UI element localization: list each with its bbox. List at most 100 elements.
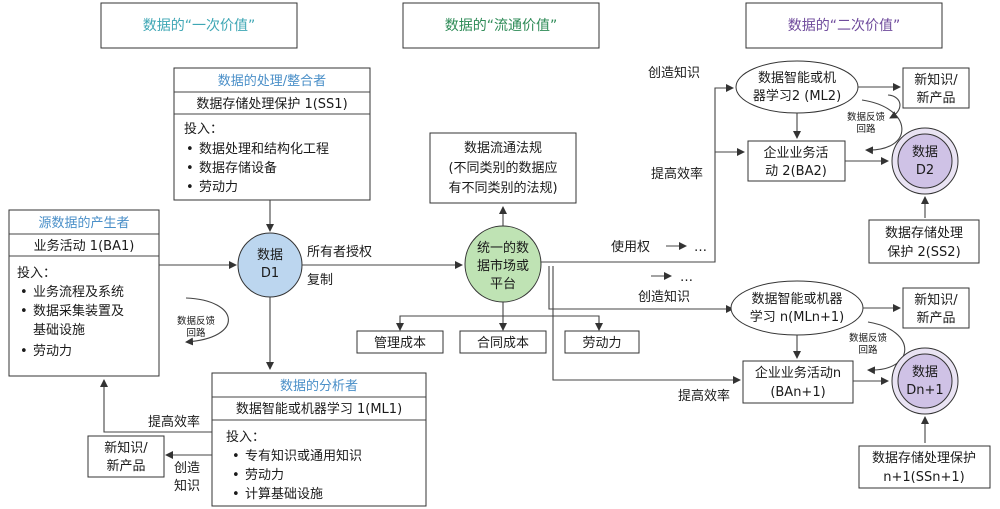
labor-cost-box: 劳动力 — [564, 330, 640, 354]
processor-input-item: 劳动力 — [199, 179, 238, 195]
analyst-input-item: 专有知识或通用知识 — [245, 448, 362, 464]
label-improve-efficiency-top: 提高效率 — [651, 166, 703, 182]
regulation-line-1: 数据流通法规 — [464, 141, 542, 156]
ellipsis-b: … — [680, 270, 693, 285]
label-improve-efficiency-left: 提高效率 — [148, 414, 200, 430]
dn-line-1: 数据 — [912, 365, 938, 380]
new-product-left-2: 新产品 — [106, 458, 145, 474]
new-product-mid-1: 新知识/ — [914, 292, 958, 308]
ml2-line-2: 器学习2 (ML2) — [753, 88, 841, 104]
source-input-item: 劳动力 — [33, 343, 72, 359]
processor-inputs-label: 投入： — [184, 121, 223, 137]
analyst-title: 数据的分析者 — [280, 378, 358, 394]
label-usage-right: 使用权 — [611, 239, 650, 255]
ba2-box: 企业业务活 动 2(BA2) — [747, 140, 846, 182]
ellipsis-a: … — [694, 240, 707, 255]
market-line-1: 统一的数 — [477, 240, 529, 256]
feedback-mid-label-1: 数据反馈 — [849, 332, 888, 344]
source-input-bullet: • — [20, 304, 28, 319]
costs-bracket — [399, 315, 600, 326]
header-circulation-box — [402, 2, 600, 49]
processor-box: 数据的处理/整合者 数据存储处理保护 1(SS1) 投入： • 数据处理和结构化… — [173, 67, 371, 201]
label-create-left-2: 知识 — [174, 478, 200, 494]
header-primary-box — [100, 2, 298, 49]
analyst-input-item: 劳动力 — [245, 467, 284, 483]
processor-input-item: 数据处理和结构化工程 — [199, 142, 329, 157]
analyst-input-bullet: • — [232, 487, 240, 502]
new-product-left-1: 新知识/ — [104, 440, 148, 456]
label-create-knowledge-top: 创造知识 — [648, 65, 700, 81]
ssn-line-2: n+1(SSn+1) — [883, 470, 964, 485]
ss2-line-1: 数据存储处理 — [885, 226, 963, 241]
ba2-line-1: 企业业务活 — [763, 145, 828, 161]
regulation-line-3: 有不同类别的法规) — [448, 180, 557, 196]
feedback-top-label-1: 数据反馈 — [847, 111, 886, 123]
ml2-node: 数据智能或机 器学习2 (ML2) — [735, 60, 859, 114]
market-line-2: 据市场或 — [477, 258, 529, 274]
new-product-left-box: 新知识/ 新产品 — [87, 435, 165, 478]
new-product-top-box: 新知识/ 新产品 — [902, 67, 970, 109]
feedback-loop-left: 数据反馈 回路 — [177, 297, 229, 346]
feedback-mid-label-2: 回路 — [858, 344, 878, 356]
market-line-3: 平台 — [490, 277, 516, 292]
contract-cost-box: 合同成本 — [459, 330, 547, 354]
ban-box: 企业业务活动n (BAn+1) — [742, 360, 854, 404]
new-product-mid-2: 新产品 — [916, 310, 955, 326]
mln-node: 数据智能或机器 学习 n(MLn+1) — [730, 280, 864, 336]
market-node: 统一的数 据市场或 平台 — [464, 225, 542, 303]
feedback-left-label-2: 回路 — [186, 327, 206, 339]
d1-label-1: 数据 — [257, 248, 283, 263]
label-create-knowledge-mid: 创造知识 — [638, 289, 690, 305]
ssn-line-1: 数据存储处理保护 — [872, 451, 976, 466]
processor-input-bullet: • — [186, 161, 194, 176]
processor-title: 数据的处理/整合者 — [218, 73, 326, 89]
regulation-box: 数据流通法规 (不同类别的数据应 有不同类别的法规) — [429, 132, 577, 204]
feedback-left-label-1: 数据反馈 — [177, 315, 216, 327]
ml2-line-1: 数据智能或机 — [758, 71, 836, 86]
header-secondary-value: 数据的“二次价值” — [788, 18, 901, 34]
data-d1-node: 数据 D1 — [237, 232, 303, 298]
ban-line-1: 企业业务活动n — [755, 365, 841, 381]
analyst-input-bullet: • — [232, 449, 240, 464]
dn-line-2: Dn+1 — [906, 383, 943, 398]
mln-line-2: 学习 n(MLn+1) — [750, 309, 844, 325]
d2-line-1: 数据 — [912, 145, 938, 160]
analyst-inputs-label: 投入： — [226, 429, 265, 445]
source-input-item: 数据采集装置及 — [33, 303, 124, 319]
dn-node: 数据 Dn+1 — [891, 347, 959, 415]
ba2-line-2: 动 2(BA2) — [765, 164, 827, 179]
new-product-top-2: 新产品 — [916, 90, 955, 106]
source-producer-activity: 业务活动 1(BA1) — [34, 238, 135, 254]
source-input-item: 基础设施 — [33, 323, 85, 338]
label-copy: 复制 — [307, 273, 333, 288]
feedback-loop-top-inner — [887, 94, 901, 119]
mln-line-1: 数据智能或机器 — [751, 292, 842, 307]
ssn-box: 数据存储处理保护 n+1(SSn+1) — [858, 445, 991, 489]
edge-market-to-ban — [552, 266, 741, 384]
source-producer-inputs-label: 投入： — [17, 265, 56, 281]
header-primary-value: 数据的“一次价值” — [143, 18, 256, 34]
analyst-box: 数据的分析者 数据智能或机器学习 1(ML1) 投入： • 专有知识或通用知识 … — [211, 372, 427, 507]
analyst-learning: 数据智能或机器学习 1(ML1) — [236, 401, 402, 417]
d2-line-2: D2 — [916, 163, 934, 178]
new-product-mid-box: 新知识/ 新产品 — [902, 287, 970, 329]
new-product-top-1: 新知识/ — [914, 72, 958, 88]
source-input-item: 业务流程及系统 — [33, 284, 124, 300]
source-input-bullet: • — [20, 285, 28, 300]
processor-input-bullet: • — [186, 142, 194, 157]
feedback-top-label-2: 回路 — [856, 123, 876, 135]
label-improve-efficiency-mid: 提高效率 — [678, 388, 730, 404]
analyst-input-item: 计算基础设施 — [245, 487, 323, 502]
processor-input-bullet: • — [186, 180, 194, 195]
label-owner-authorization: 所有者授权 — [307, 244, 372, 260]
ss2-line-2: 保护 2(SS2) — [887, 245, 960, 260]
source-producer-box: 源数据的产生者 业务活动 1(BA1) 投入： • 业务流程及系统 • 数据采集… — [8, 209, 160, 377]
analyst-input-bullet: • — [232, 468, 240, 483]
labor-cost-label: 劳动力 — [582, 335, 621, 351]
feedback-loop-top — [861, 99, 903, 155]
feedback-loop-mid — [867, 321, 906, 375]
d2-node: 数据 D2 — [891, 127, 959, 195]
header-circulation-value: 数据的“流通价值” — [445, 18, 558, 34]
